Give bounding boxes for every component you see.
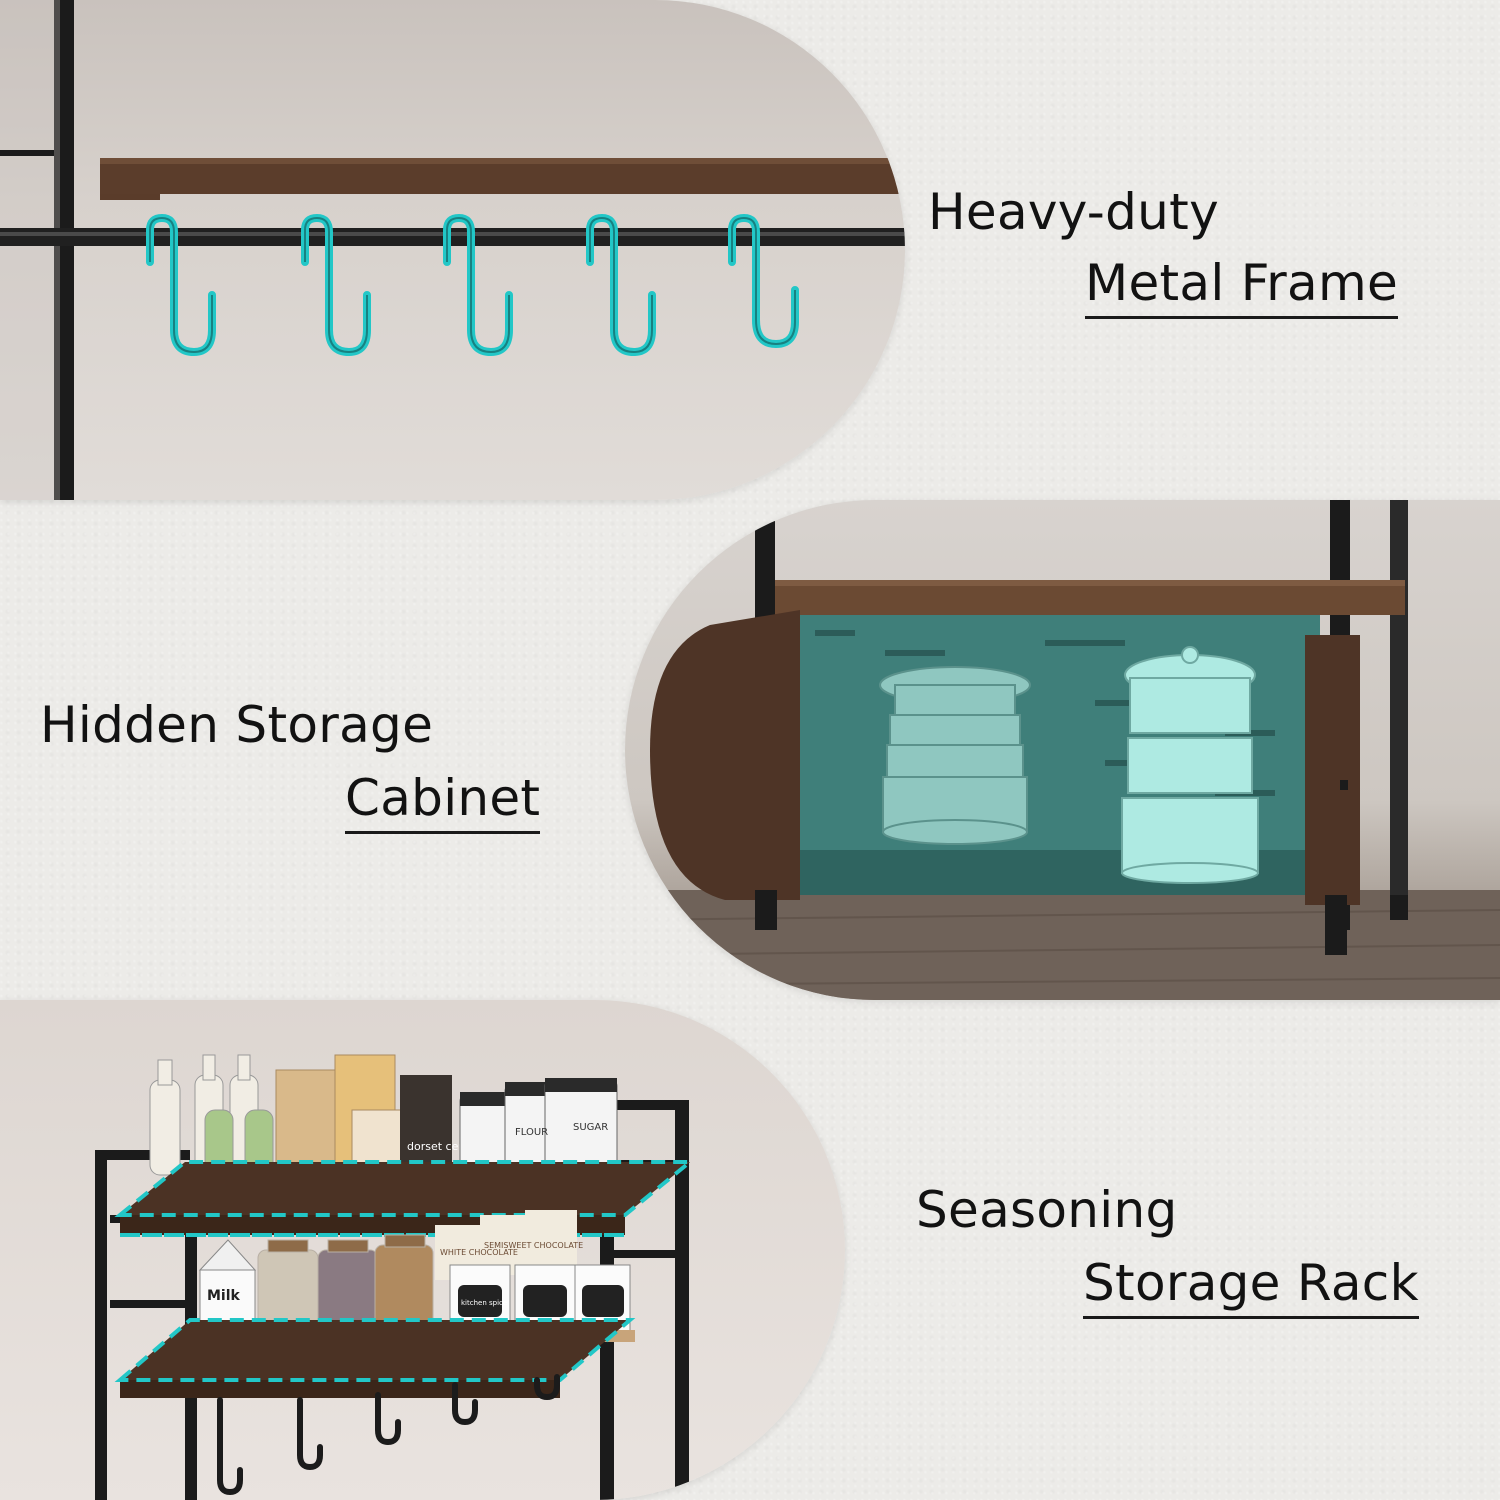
feature-1-line-2: Metal Frame [1085, 258, 1399, 319]
jar-sugar-label: SUGAR [573, 1122, 608, 1133]
rack-hooks [217, 1374, 560, 1496]
chocolate-a-label: WHITE CHOCOLATE [440, 1248, 518, 1257]
chocolate-b-label: SEMISWEET CHOCOLATE [484, 1241, 583, 1250]
feature-1-line-1: Heavy-duty [928, 183, 1219, 241]
feature-1-underlined-text: Metal Frame [1085, 258, 1399, 319]
metal-frame-photo [0, 0, 905, 500]
seasoning-rack-photo: dorset cereals FLOUR SUGAR Milk [0, 1000, 845, 1500]
jar-flour-label: FLOUR [515, 1127, 548, 1138]
feature-2-underlined-text: Cabinet [345, 773, 541, 834]
feature-2-line-2: Cabinet [345, 773, 541, 834]
milk-label: Milk [207, 1288, 241, 1304]
feature-3-line-1: Seasoning [916, 1181, 1178, 1239]
spice-jar-label: kitchen spice [461, 1299, 507, 1307]
feature-3-underlined-text: Storage Rack [1083, 1258, 1419, 1319]
feature-3-line-2: Storage Rack [1083, 1258, 1419, 1319]
feature-2-line-1: Hidden Storage [40, 696, 434, 754]
storage-cabinet-photo [625, 500, 1500, 1000]
